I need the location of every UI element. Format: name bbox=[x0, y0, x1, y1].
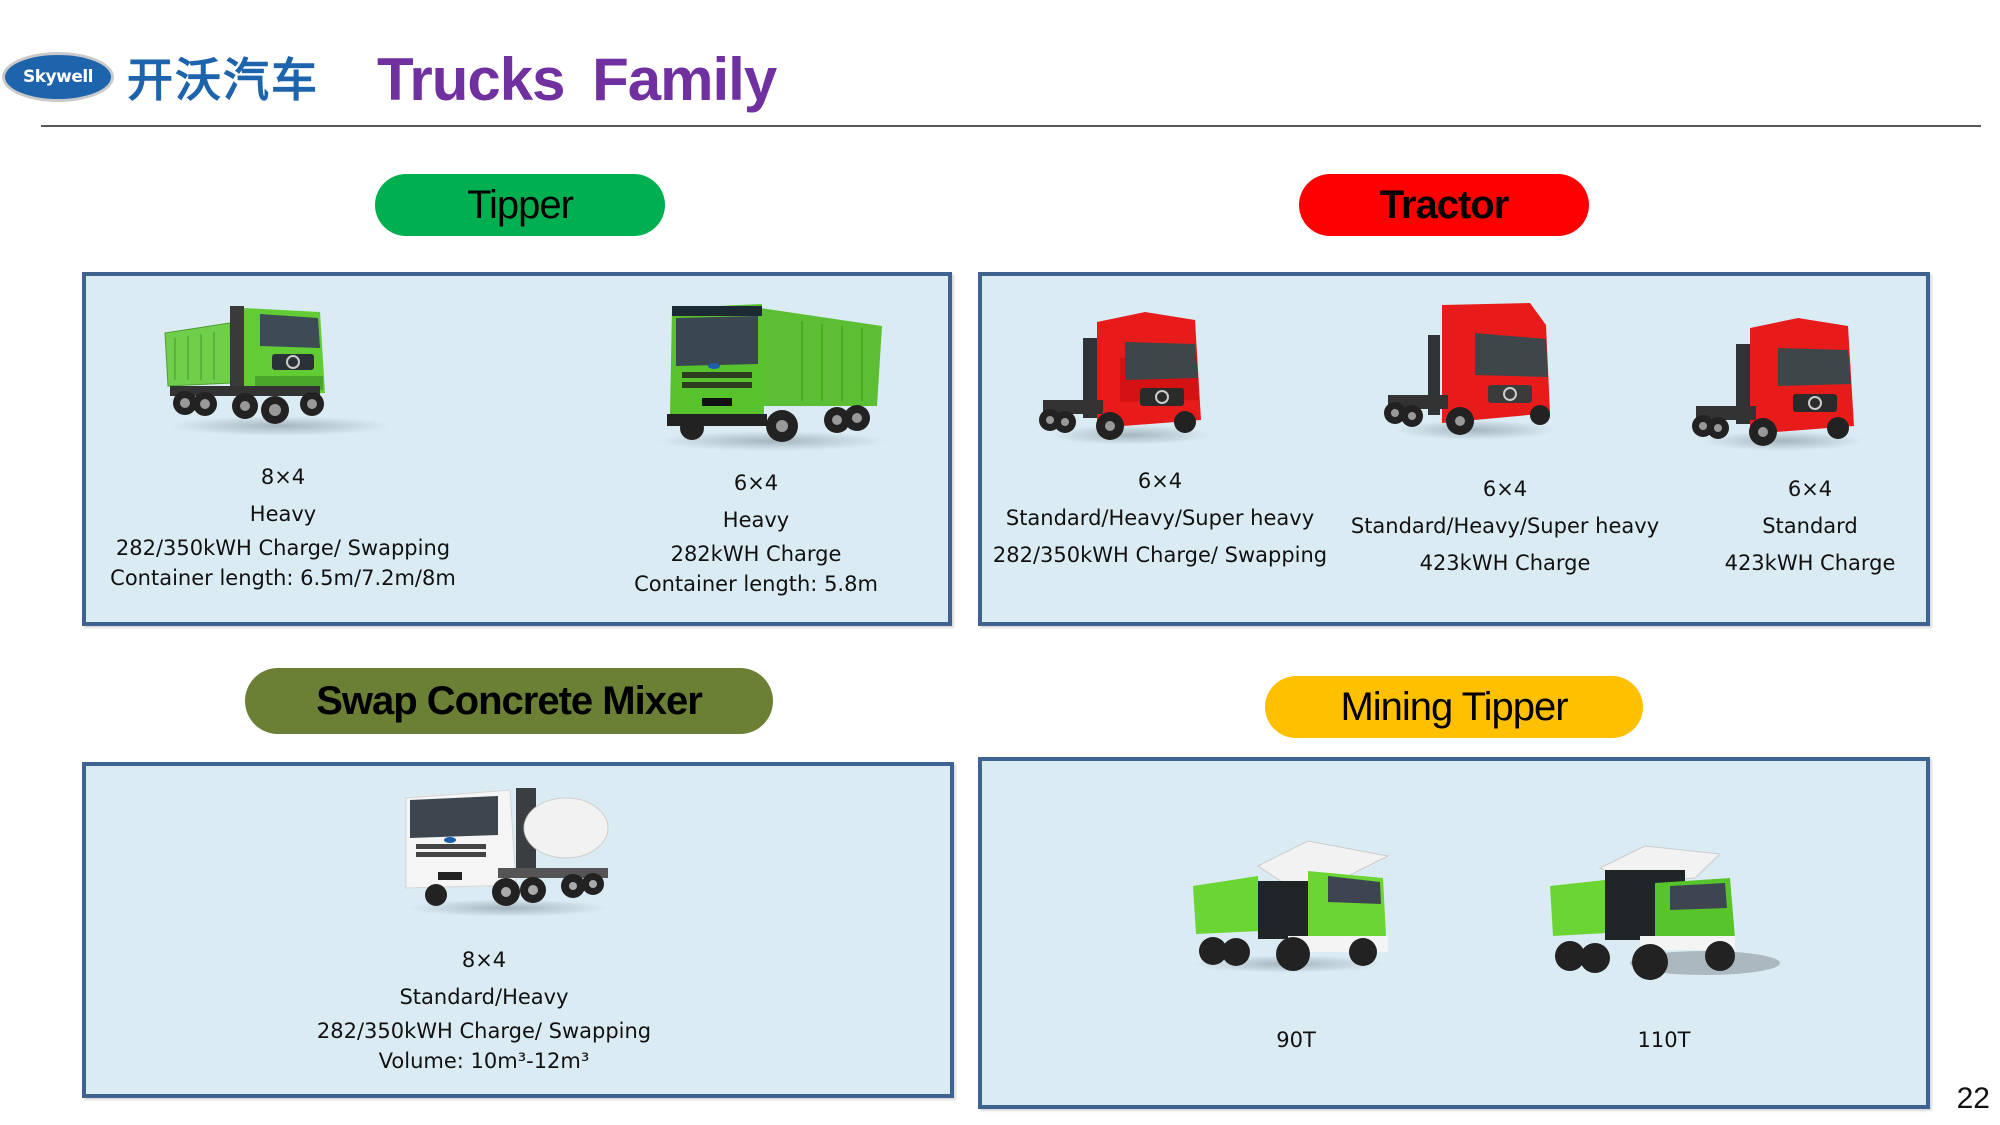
battery-spec: 423kWH Charge bbox=[1724, 551, 1896, 575]
drive-config: 6×4 bbox=[1482, 477, 1528, 501]
weight-class: Heavy bbox=[722, 508, 790, 532]
drive-config: 6×4 bbox=[733, 471, 779, 495]
battery-spec: 282kWH Charge bbox=[670, 542, 842, 566]
green-dump-truck-6x4-icon bbox=[657, 304, 887, 451]
drive-config: 6×4 bbox=[1787, 477, 1833, 501]
weight-class: Standard/Heavy/Super heavy bbox=[1005, 506, 1315, 530]
mining-panel bbox=[978, 757, 1930, 1109]
white-concrete-mixer-icon bbox=[405, 788, 609, 917]
red-tractor-truck-icon bbox=[1692, 318, 1863, 451]
tractor-spec-3: 6×4 Standard 423kWH Charge bbox=[1725, 471, 1896, 582]
page-number: 22 bbox=[1956, 1082, 1990, 1115]
mining-label: Mining Tipper bbox=[1265, 676, 1643, 738]
red-tractor-truck-icon bbox=[1039, 312, 1210, 445]
red-tractor-truck-icon bbox=[1384, 303, 1555, 440]
volume-spec: Volume: 10m³-12m³ bbox=[378, 1049, 590, 1073]
drive-config: 8×4 bbox=[260, 465, 306, 489]
capacity: 90T bbox=[1276, 1028, 1316, 1052]
mining-dump-truck-icon bbox=[1550, 845, 1780, 980]
tipper-spec-2: 6×4 Heavy 282kWH Charge Container length… bbox=[634, 465, 878, 599]
mixer-spec: 8×4 Standard/Heavy 282/350kWH Charge/ Sw… bbox=[317, 942, 651, 1076]
drive-config: 6×4 bbox=[1137, 469, 1183, 493]
capacity: 110T bbox=[1637, 1028, 1691, 1052]
mixer-label-text: Swap Concrete Mixer bbox=[316, 678, 703, 723]
tipper-label-text: Tipper bbox=[467, 182, 574, 227]
green-dump-truck-8x4-icon bbox=[164, 306, 390, 436]
battery-spec: 423kWH Charge bbox=[1419, 551, 1591, 575]
brand-name-cn: 开沃汽车 bbox=[127, 53, 319, 107]
mixer-label: Swap Concrete Mixer bbox=[245, 668, 773, 734]
mining-dump-truck-icon bbox=[1193, 840, 1390, 973]
battery-spec: 282/350kWH Charge/ Swapping bbox=[992, 543, 1328, 567]
battery-spec: 282/350kWH Charge/ Swapping bbox=[115, 536, 451, 560]
drive-config: 8×4 bbox=[461, 948, 507, 972]
tractor-spec-2: 6×4 Standard/Heavy/Super heavy 423kWH Ch… bbox=[1351, 471, 1659, 582]
tractor-label-text: Tractor bbox=[1379, 182, 1510, 227]
page-title: Trucks Family bbox=[377, 46, 777, 113]
tipper-spec-1: 8×4 Heavy 282/350kWH Charge/ Swapping Co… bbox=[110, 459, 456, 593]
logo-text: Skywell bbox=[22, 67, 94, 87]
mining-spec-2: 110T bbox=[1638, 1022, 1691, 1059]
tipper-label: Tipper bbox=[375, 174, 665, 236]
tractor-label: Tractor bbox=[1299, 174, 1589, 236]
header-divider bbox=[41, 125, 1981, 127]
weight-class: Standard/Heavy/Super heavy bbox=[1350, 514, 1660, 538]
battery-spec: 282/350kWH Charge/ Swapping bbox=[316, 1019, 652, 1043]
weight-class: Standard/Heavy bbox=[399, 985, 569, 1009]
container-length: Container length: 6.5m/7.2m/8m bbox=[110, 566, 456, 590]
weight-class: Heavy bbox=[249, 502, 317, 526]
container-length: Container length: 5.8m bbox=[634, 572, 878, 596]
weight-class: Standard bbox=[1762, 514, 1858, 538]
skywell-logo: Skywell bbox=[2, 52, 114, 102]
mining-label-text: Mining Tipper bbox=[1340, 684, 1568, 729]
mining-spec-1: 90T bbox=[1276, 1022, 1316, 1059]
tractor-spec-1: 6×4 Standard/Heavy/Super heavy 282/350kW… bbox=[993, 463, 1327, 574]
